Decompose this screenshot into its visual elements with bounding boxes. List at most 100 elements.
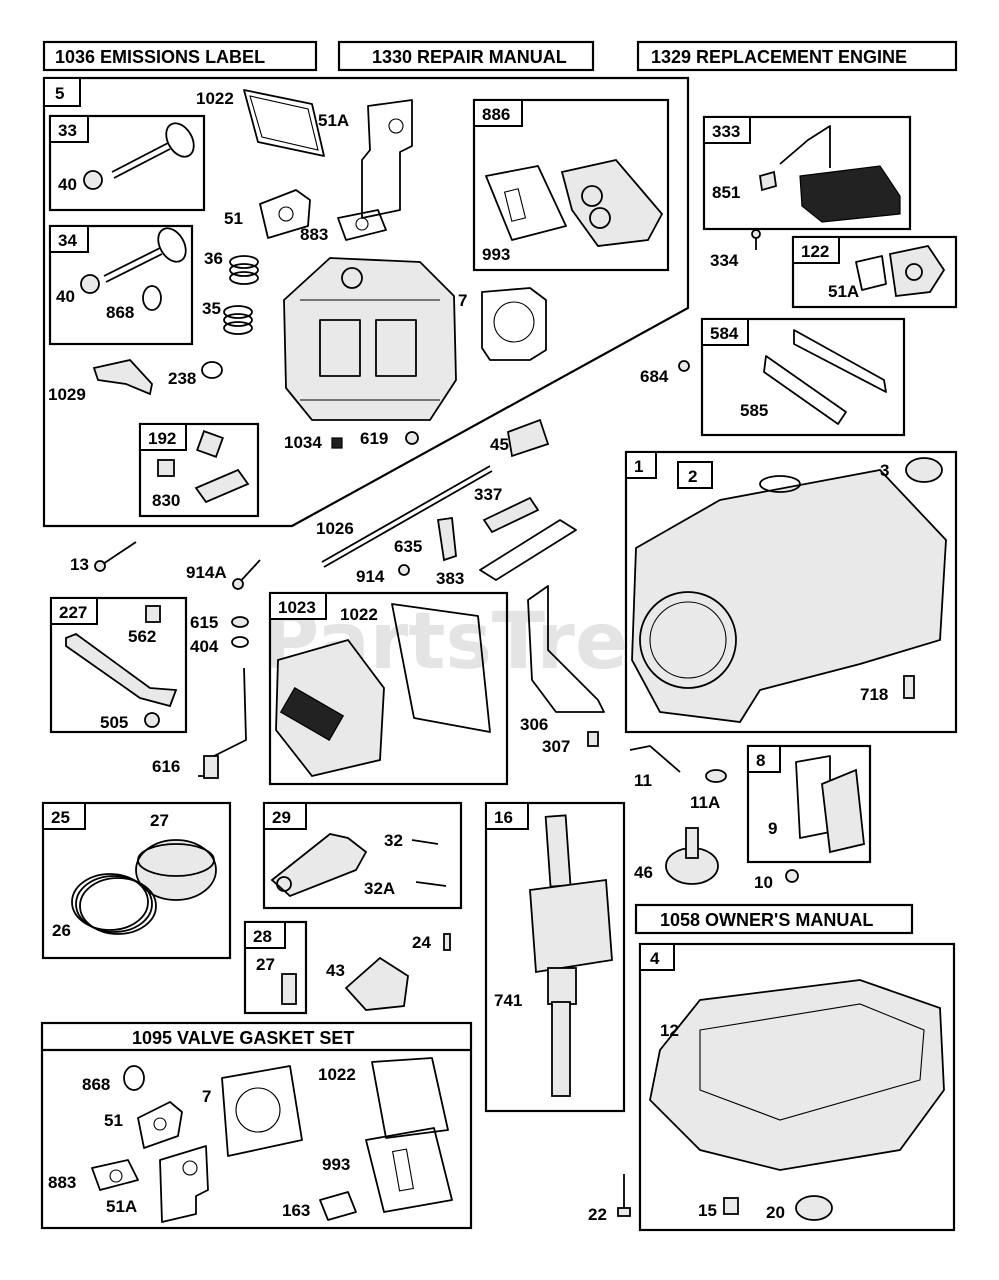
part-label: 851 bbox=[712, 183, 740, 202]
valve-spring-icon bbox=[229, 255, 259, 285]
group-2-tag: 2 bbox=[688, 467, 697, 486]
head-gasket-icon bbox=[221, 1065, 303, 1157]
governor-link-icon bbox=[629, 745, 681, 773]
ignition-coil-icon bbox=[799, 165, 901, 223]
bolt-icon bbox=[194, 468, 250, 504]
bolt-icon bbox=[411, 839, 439, 845]
part-label: 1022 bbox=[340, 605, 378, 624]
part-label: 3 bbox=[880, 461, 889, 480]
clip-icon bbox=[331, 437, 343, 449]
group-5-cylinder-head: 5 33 40 34 40 868 1022 51A bbox=[42, 76, 690, 528]
part-label: 32A bbox=[364, 879, 395, 898]
part-label: 718 bbox=[860, 685, 888, 704]
part-label: 11A bbox=[690, 793, 720, 812]
part-label: 306 bbox=[520, 715, 548, 734]
gasket-icon bbox=[137, 1101, 183, 1149]
spacer-icon bbox=[888, 244, 946, 297]
group-584-gasket: 584 585 bbox=[700, 317, 906, 437]
rocker-arm-icon bbox=[92, 359, 153, 396]
oil-seal-icon bbox=[905, 457, 943, 483]
group-227-bracket: 227 562 505 bbox=[49, 596, 188, 734]
group-16-tag: 16 bbox=[494, 808, 513, 827]
part-label: 1022 bbox=[318, 1065, 356, 1084]
part-label: 45 bbox=[490, 435, 509, 454]
group-333-ignition-coil: 333 851 bbox=[702, 115, 912, 231]
group-4-tag: 4 bbox=[650, 949, 660, 968]
emissions-label-text: 1036 EMISSIONS LABEL bbox=[55, 47, 265, 67]
part-label: 11 bbox=[634, 771, 652, 790]
part-label: 36 bbox=[204, 249, 223, 268]
bracket-icon bbox=[527, 585, 605, 713]
part-label: 12 bbox=[660, 1021, 679, 1040]
oil-seal-icon bbox=[795, 1195, 833, 1221]
part-label: 1034 bbox=[284, 433, 322, 452]
part-label: 43 bbox=[326, 961, 345, 980]
part-label: 616 bbox=[152, 757, 180, 776]
gasket-icon bbox=[763, 355, 847, 425]
group-29-connecting-rod: 29 32 32A bbox=[262, 801, 463, 910]
crankshaft-icon bbox=[544, 814, 572, 888]
part-label: 868 bbox=[82, 1075, 110, 1094]
emissions-label-header: 1036 EMISSIONS LABEL bbox=[42, 40, 318, 72]
sump-icon bbox=[649, 979, 945, 1171]
part-label: 562 bbox=[128, 627, 156, 646]
part-label: 51A bbox=[828, 282, 859, 301]
group-1023-tag: 1023 bbox=[278, 598, 316, 617]
group-28-tag: 28 bbox=[253, 927, 272, 946]
piston-icon bbox=[135, 839, 217, 901]
part-label: 27 bbox=[150, 811, 169, 830]
part-label: 993 bbox=[482, 245, 510, 264]
part-label: 868 bbox=[106, 303, 134, 322]
part-label: 883 bbox=[300, 225, 328, 244]
group-886-tag: 886 bbox=[482, 105, 510, 124]
gasket-icon bbox=[793, 329, 887, 393]
screw-icon bbox=[587, 731, 599, 747]
group-192-tag: 192 bbox=[148, 429, 176, 448]
part-label: 20 bbox=[766, 1203, 785, 1222]
part-label: 505 bbox=[100, 713, 128, 732]
part-label: 741 bbox=[494, 991, 522, 1010]
cap-icon bbox=[201, 361, 223, 379]
valve-spring-icon bbox=[223, 305, 253, 335]
group-8-breather: 8 9 bbox=[746, 744, 872, 864]
valve-seal-icon bbox=[123, 1065, 145, 1091]
part-label: 9 bbox=[768, 819, 777, 838]
cylinder-block-icon bbox=[631, 469, 947, 723]
connecting-rod-icon bbox=[270, 833, 368, 898]
part-label: 1029 bbox=[48, 385, 86, 404]
replacement-engine-text: 1329 REPLACEMENT ENGINE bbox=[651, 47, 907, 67]
part-label: 26 bbox=[52, 921, 71, 940]
group-4-crankcase-cover: 4 12 15 20 bbox=[638, 942, 956, 1232]
screw-icon bbox=[145, 605, 161, 623]
part-label: 830 bbox=[152, 491, 180, 510]
part-label: 10 bbox=[754, 873, 773, 892]
repair-manual-text: 1330 REPAIR MANUAL bbox=[372, 47, 567, 67]
group-33-tag: 33 bbox=[58, 121, 77, 140]
screw-icon bbox=[678, 360, 690, 372]
key-icon bbox=[443, 933, 451, 951]
group-333-tag: 333 bbox=[712, 122, 740, 141]
group-1095-valve-gasket-set: 1095 VALVE GASKET SET 868 51 883 51A 7 1… bbox=[40, 1021, 473, 1230]
part-label: 32 bbox=[384, 831, 403, 850]
gasket-icon bbox=[243, 89, 325, 157]
part-label: 914A bbox=[186, 563, 227, 582]
part-label: 15 bbox=[698, 1201, 717, 1220]
part-label: 684 bbox=[640, 367, 669, 386]
part-label: 24 bbox=[412, 933, 431, 952]
gasket-icon bbox=[259, 189, 311, 239]
part-label: 914 bbox=[356, 567, 385, 586]
bolt-icon bbox=[99, 541, 137, 567]
part-label: 1022 bbox=[196, 89, 234, 108]
part-label: 40 bbox=[56, 287, 75, 306]
part-label: 7 bbox=[458, 291, 467, 310]
group-34-tag: 34 bbox=[58, 231, 77, 250]
part-label: 993 bbox=[322, 1155, 350, 1174]
breather-icon bbox=[436, 516, 457, 562]
fitting-icon bbox=[196, 430, 224, 458]
bracket-icon bbox=[65, 632, 178, 708]
clip-icon bbox=[758, 170, 778, 192]
spark-plug-icon bbox=[482, 496, 540, 534]
group-122-spacer: 122 51A bbox=[791, 235, 958, 309]
breather-tube-icon bbox=[479, 519, 577, 581]
group-8-tag: 8 bbox=[756, 751, 765, 770]
